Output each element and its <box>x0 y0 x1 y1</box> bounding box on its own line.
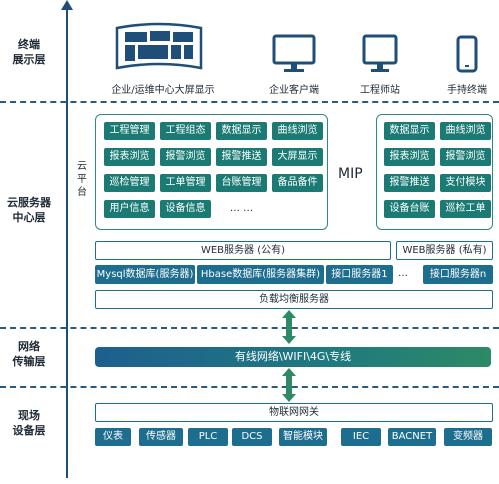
public-module-4: 报表浏览 <box>104 148 155 166</box>
double-arrow-icon <box>282 310 296 348</box>
terminal-label-handheld: 手持终端 <box>447 85 487 96</box>
public-module-13: 设备信息 <box>160 200 211 218</box>
terminal-label-client: 企业客户端 <box>269 85 319 96</box>
device-3: DCS <box>232 428 272 446</box>
device-2: PLC <box>188 428 228 446</box>
load-balancer: 负载均衡服务器 <box>95 290 493 309</box>
network-bar: 有线网络\WIFI\4G\专线 <box>95 347 491 367</box>
hbase-server: Hbase数据库(服务器集群) <box>197 265 324 284</box>
device-6: BACNET <box>388 428 436 446</box>
public-module-2: 数据显示 <box>216 122 267 140</box>
public-module-9: 工单管理 <box>160 174 211 192</box>
public-module-6: 报警推送 <box>216 148 267 166</box>
iot-gateway: 物联网网关 <box>95 403 493 422</box>
device-5: IEC <box>341 428 381 446</box>
private-module-6: 设备台账 <box>384 200 435 218</box>
private-module-0: 数据显示 <box>384 122 435 140</box>
layer-divider <box>0 327 499 329</box>
private-module-2: 报表浏览 <box>384 148 435 166</box>
interface-server-1: 接口服务器1 <box>326 265 393 284</box>
terminal-label-engineer: 工程师站 <box>360 85 400 96</box>
interface-server-n: 接口服务器n <box>423 265 493 284</box>
device-0: 仪表 <box>95 428 131 446</box>
public-module-5: 报警浏览 <box>160 148 211 166</box>
layer-label-network: 网络 传输层 <box>12 340 46 368</box>
layer-divider <box>0 101 499 103</box>
public-module-11: 备品备件 <box>272 174 323 192</box>
server-ellipsis: … <box>398 268 408 279</box>
double-arrow-icon <box>282 368 296 406</box>
device-7: 变频器 <box>444 428 492 446</box>
layer-label-field: 现场 设备层 <box>12 409 46 437</box>
public-module-0: 工程管理 <box>104 122 155 140</box>
web-server-public: WEB服务器 (公有) <box>95 241 391 260</box>
mip-label: MIP <box>338 166 363 182</box>
web-server-private: WEB服务器 (私有) <box>396 241 493 260</box>
layer-label-cloud: 云服务器 中心层 <box>7 196 51 224</box>
large-screen-icon <box>113 22 205 78</box>
layer-divider <box>0 386 499 388</box>
device-4: 智能模块 <box>279 428 327 446</box>
public-module-3: 曲线浏览 <box>272 122 323 140</box>
private-module-7: 巡检工单 <box>440 200 491 218</box>
vertical-axis <box>66 8 68 478</box>
layer-label-terminal: 终端 展示层 <box>12 38 46 66</box>
public-module-8: 巡检管理 <box>104 174 155 192</box>
public-module-1: 工程组态 <box>160 122 211 140</box>
cloud-platform-label: 云平台 <box>77 161 87 198</box>
private-module-4: 报警推送 <box>384 174 435 192</box>
axis-arrow-head <box>61 0 73 10</box>
device-1: 传感器 <box>139 428 183 446</box>
workstation-icon <box>362 34 398 74</box>
public-module-10: 台账管理 <box>216 174 267 192</box>
private-module-3: 报警浏览 <box>440 148 491 166</box>
terminal-label-large-screen: 企业/运维中心大屏显示 <box>111 85 215 96</box>
private-module-1: 曲线浏览 <box>440 122 491 140</box>
phone-icon <box>456 35 478 73</box>
public-module-14: … … <box>229 203 254 214</box>
monitor-icon <box>272 34 316 74</box>
public-module-7: 大屏显示 <box>272 148 323 166</box>
mysql-server: Mysql数据库(服务器) <box>95 265 195 284</box>
private-module-5: 支付模块 <box>440 174 491 192</box>
public-module-12: 用户信息 <box>104 200 155 218</box>
